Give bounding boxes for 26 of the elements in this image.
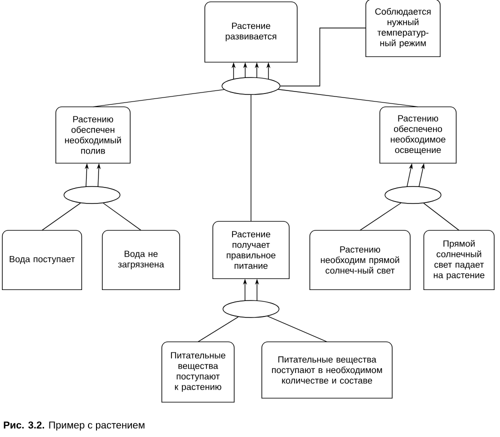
connector-line [92,89,224,108]
connector-line [250,94,252,222]
statement-box: Питательные вещества поступают в необходимом количестве и составе [261,341,393,399]
connector-line [102,202,142,231]
statement-box: Вода поступает [2,230,82,290]
junction-ellipse [384,186,442,204]
connector-line [198,316,239,342]
statement-box: Соблюдается нужный температур-ный режим [365,0,441,58]
statement-box: Растение получает правильное питание [212,220,290,280]
statement-box: Растение развивается [204,1,298,63]
statement-box: Прямой солнечный свет падает на растение [423,230,495,290]
junction-ellipse [222,77,280,95]
statement-box: Питательные вещества поступают к растению [161,341,235,403]
connector-line [42,202,81,231]
connector-line [267,316,328,342]
figure-caption: Рис. 3.2. Пример с растением [4,421,144,431]
connector-line [360,202,402,231]
statement-box: Растению обеспечено необходимое освещение [379,106,457,164]
connector-line [423,202,460,231]
junction-ellipse [222,300,280,318]
statement-box: Растению обеспечен необходимый полив [55,106,131,164]
statement-box: Вода не загрязнена [102,230,180,290]
statement-box: Растению необходим прямой солнеч-ный свет [309,230,411,290]
connector-line [280,28,366,86]
connector-line [278,89,418,108]
junction-ellipse [64,186,120,204]
